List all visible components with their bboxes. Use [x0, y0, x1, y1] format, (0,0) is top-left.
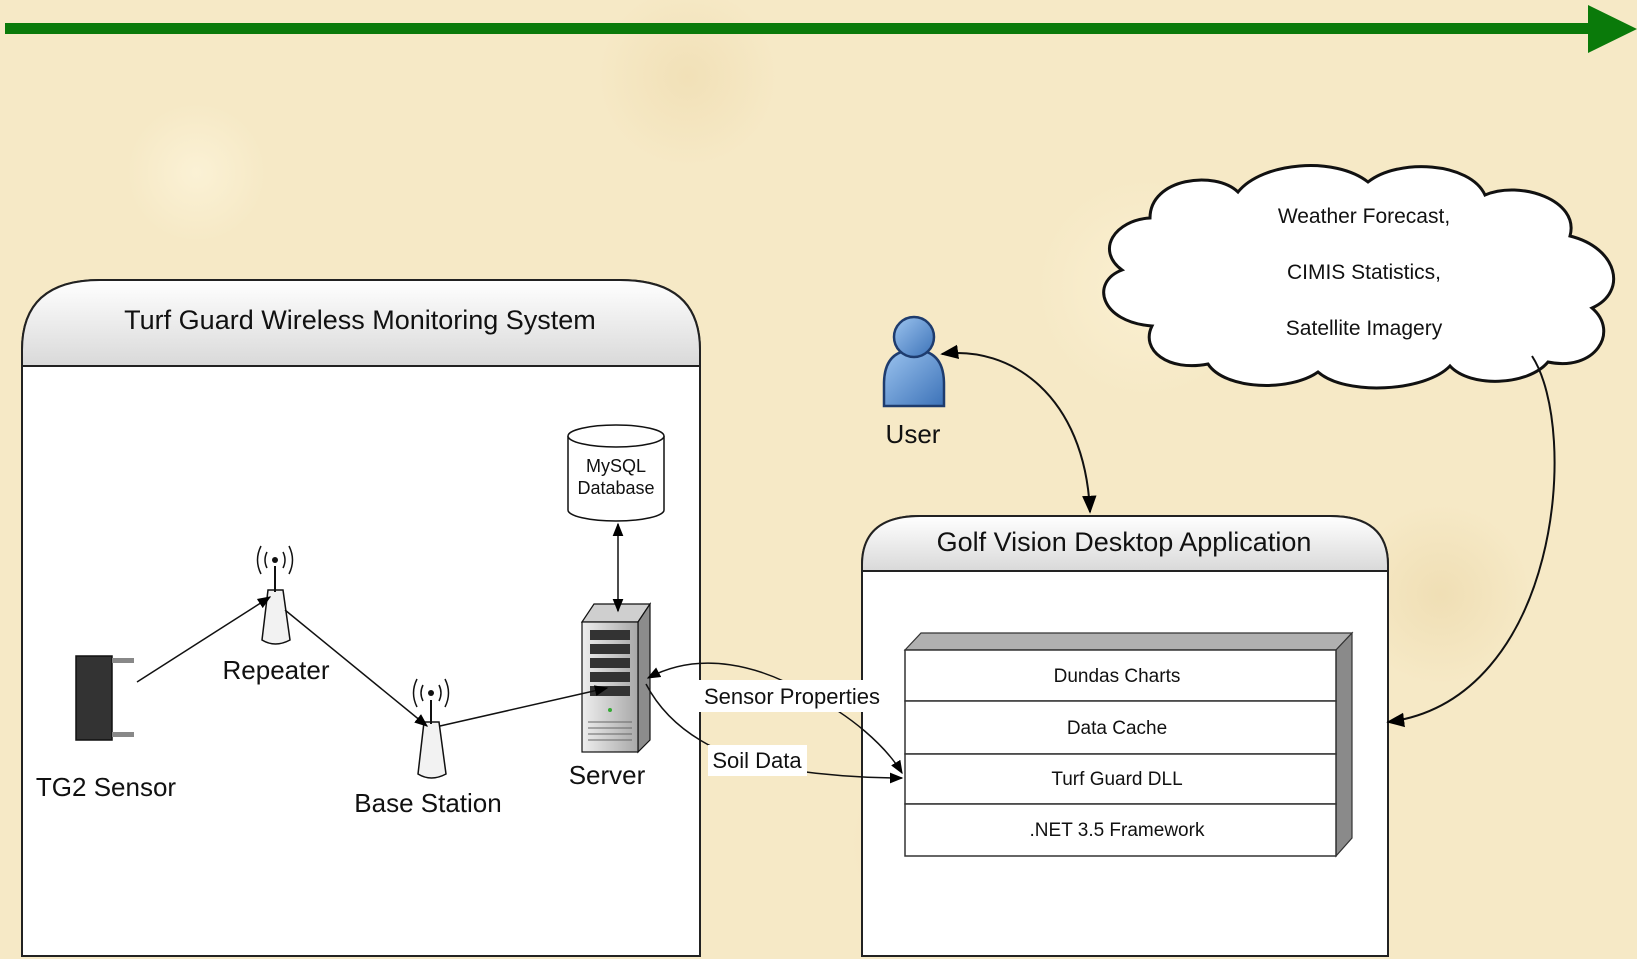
user-app-flow: [940, 344, 1097, 514]
soil-data-label-box: Soil Data: [708, 745, 807, 776]
layer-label: Dundas Charts: [1054, 666, 1181, 687]
database-label-line2: Database: [577, 478, 654, 498]
server-label: Server: [569, 760, 646, 790]
user-icon: [882, 315, 946, 408]
turf-guard-title: Turf Guard Wireless Monitoring System: [124, 305, 596, 335]
software-layer-stack: Dundas Charts Data Cache Turf Guard DLL …: [903, 631, 1354, 858]
external-data-cloud: Weather Forecast, CIMIS Statistics, Sate…: [1102, 164, 1616, 390]
base-station-label: Base Station: [354, 788, 501, 818]
layer-data-cache: Data Cache: [904, 700, 1337, 755]
cloud-line-1: Weather Forecast,: [1278, 205, 1450, 228]
user-label: User: [886, 419, 941, 449]
base-station-to-server-link: [439, 685, 609, 727]
turf-guard-container: Turf Guard Wireless Monitoring System: [21, 279, 701, 957]
cloud-line-3: Satellite Imagery: [1286, 317, 1443, 340]
repeater-label: Repeater: [223, 655, 330, 685]
soil-data-label: Soil Data: [712, 748, 802, 773]
golf-vision-title: Golf Vision Desktop Application: [937, 527, 1312, 557]
sensor-properties-label: Sensor Properties: [704, 684, 880, 709]
sensor-properties-label-box: Sensor Properties: [697, 680, 888, 712]
cloud-to-data-cache-flow: [1386, 355, 1556, 728]
layer-turf-guard-dll: Turf Guard DLL: [904, 753, 1337, 805]
tg2-sensor-label: TG2 Sensor: [36, 772, 177, 802]
timeline-arrow: [5, 5, 1637, 53]
sensor-to-repeater-link: [136, 596, 272, 683]
server-icon: [580, 602, 652, 754]
cloud-line-2: CIMIS Statistics,: [1287, 261, 1441, 284]
layer-dundas-charts: Dundas Charts: [904, 649, 1337, 702]
layer-label: Turf Guard DLL: [1051, 769, 1182, 790]
database-label-line1: MySQL: [586, 456, 646, 476]
layer-label: Data Cache: [1067, 718, 1167, 739]
layer-dotnet-framework: .NET 3.5 Framework: [904, 803, 1337, 857]
mysql-database-icon: MySQL Database: [567, 424, 665, 522]
repeater-to-base-station-link: [284, 609, 429, 727]
layer-label: .NET 3.5 Framework: [1030, 820, 1205, 841]
tg2-sensor-icon: [75, 655, 134, 741]
base-station-antenna-icon: [412, 678, 450, 779]
